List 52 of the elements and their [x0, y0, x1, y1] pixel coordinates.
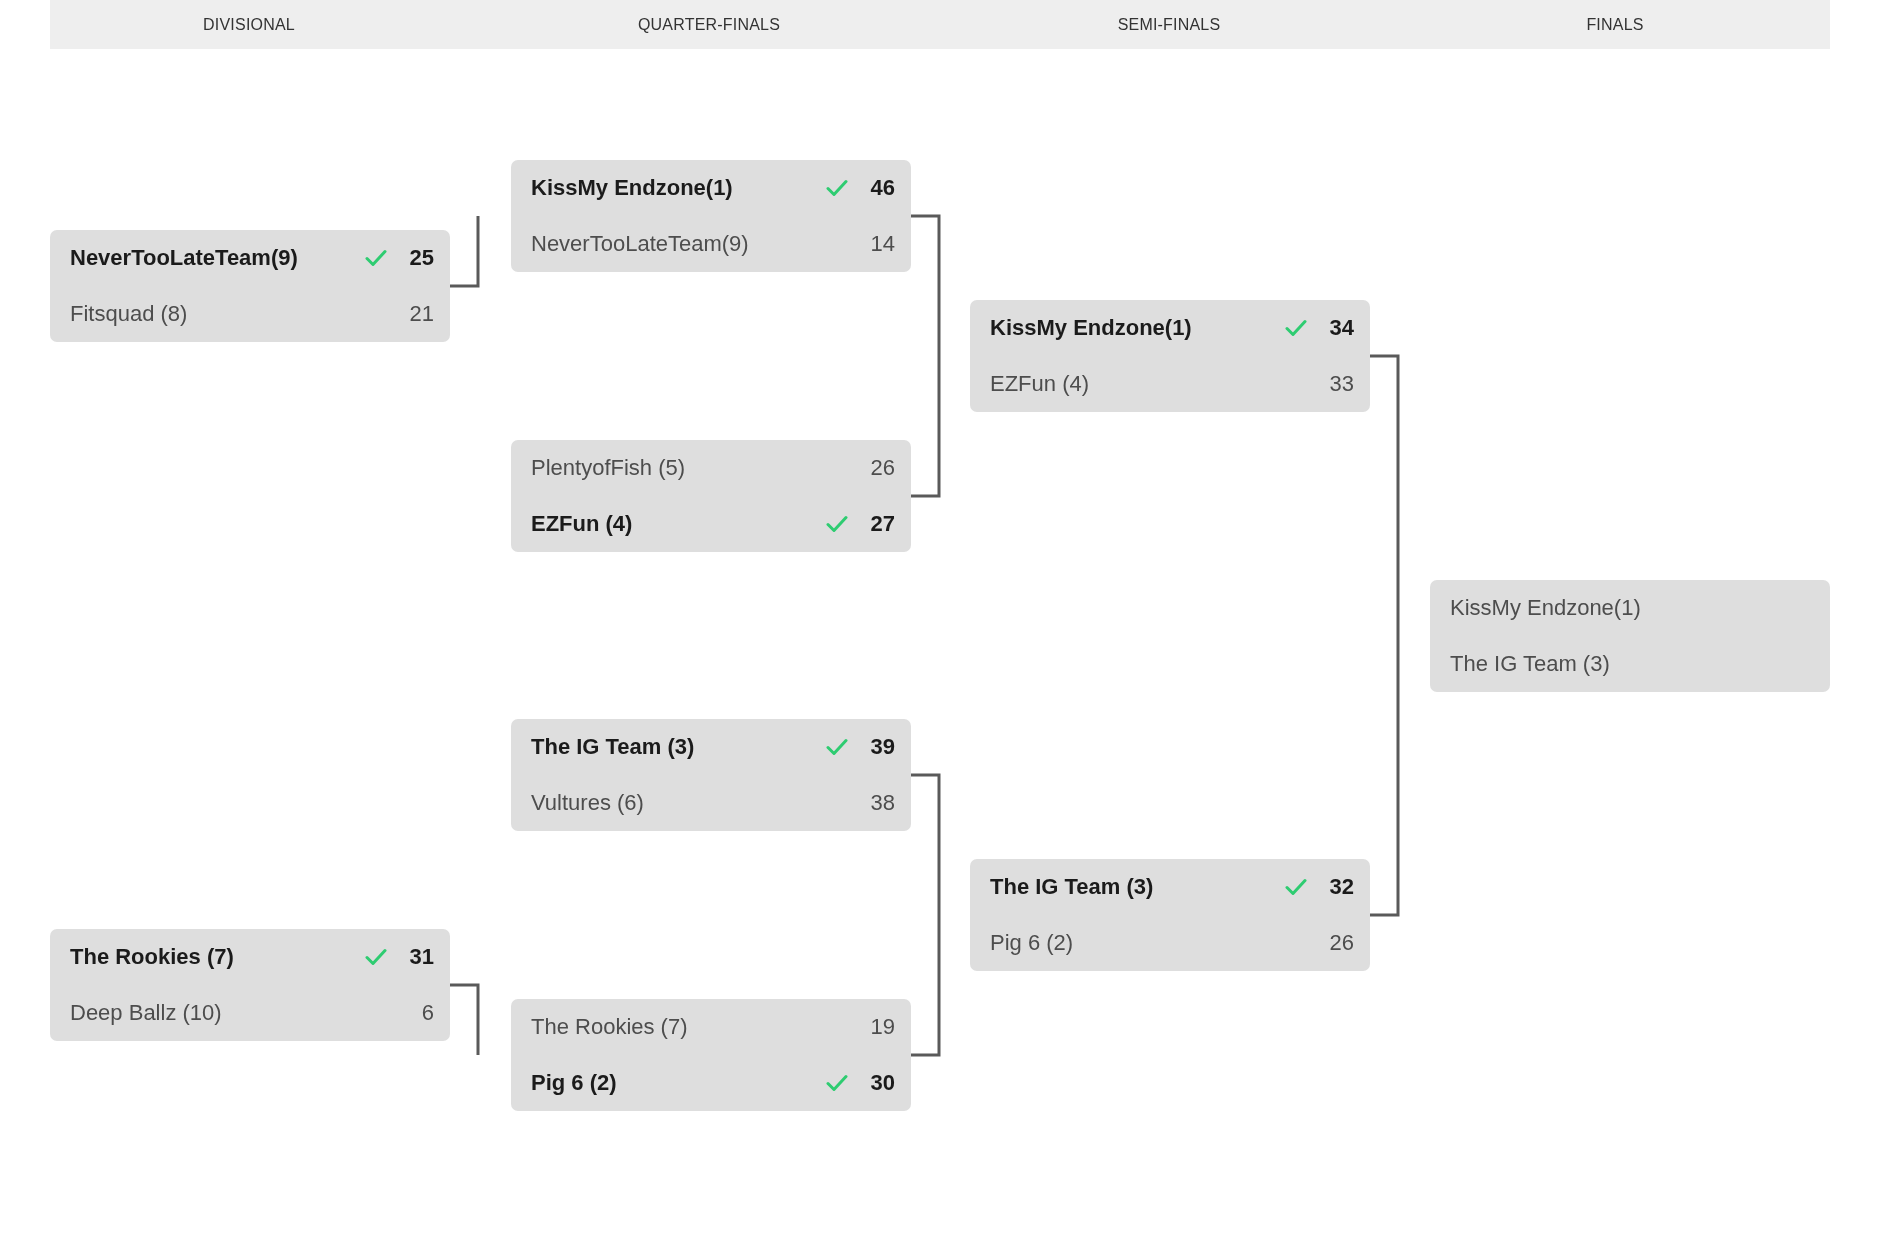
score: 39	[869, 734, 895, 760]
round-label: SEMI-FINALS	[1117, 15, 1221, 34]
team-name: Pig 6 (2)	[990, 930, 1075, 956]
team-name: PlentyofFish (5)	[531, 455, 687, 481]
score: 34	[1328, 315, 1354, 341]
team-name: The Rookies (7)	[70, 944, 235, 970]
match-card	[50, 929, 450, 1041]
bracket-line	[450, 216, 480, 288]
team-name: The IG Team (3)	[990, 874, 1155, 900]
match-card	[1430, 580, 1830, 692]
match-card	[970, 859, 1370, 971]
match-card	[511, 719, 911, 831]
score: 14	[869, 231, 895, 257]
score: 26	[1328, 930, 1354, 956]
match-card	[511, 440, 911, 552]
score: 30	[869, 1070, 895, 1096]
match-card	[50, 230, 450, 342]
team-name: NeverTooLateTeam(9)	[531, 231, 750, 257]
score: 46	[869, 175, 895, 201]
match-card	[511, 999, 911, 1111]
team-name: Deep Ballz (10)	[70, 1000, 223, 1026]
match-card	[511, 160, 911, 272]
bracket-line	[911, 773, 941, 1057]
team-name: KissMy Endzone(1)	[1450, 595, 1642, 621]
score: 27	[869, 511, 895, 537]
team-name: Vultures (6)	[531, 790, 645, 816]
team-name: KissMy Endzone(1)	[531, 175, 734, 201]
score: 19	[869, 1014, 895, 1040]
match-card	[970, 300, 1370, 412]
bracket-line	[1370, 354, 1400, 917]
round-label: DIVISIONAL	[203, 15, 295, 34]
team-name: EZFun (4)	[990, 371, 1091, 397]
team-name: The IG Team (3)	[531, 734, 696, 760]
score: 32	[1328, 874, 1354, 900]
bracket-line	[450, 983, 480, 1055]
bracket-line	[911, 214, 941, 498]
round-label: FINALS	[1586, 15, 1644, 34]
team-name: KissMy Endzone(1)	[990, 315, 1193, 341]
score: 38	[869, 790, 895, 816]
team-name: The IG Team (3)	[1450, 651, 1611, 677]
score: 26	[869, 455, 895, 481]
score: 21	[408, 301, 434, 327]
score: 31	[408, 944, 434, 970]
team-name: The Rookies (7)	[531, 1014, 689, 1040]
team-name: Pig 6 (2)	[531, 1070, 618, 1096]
team-name: Fitsquad (8)	[70, 301, 189, 327]
team-name: NeverTooLateTeam(9)	[70, 245, 299, 271]
score: 25	[408, 245, 434, 271]
team-name: EZFun (4)	[531, 511, 634, 537]
round-label: QUARTER-FINALS	[637, 15, 781, 34]
score: 6	[420, 1000, 434, 1026]
score: 33	[1328, 371, 1354, 397]
